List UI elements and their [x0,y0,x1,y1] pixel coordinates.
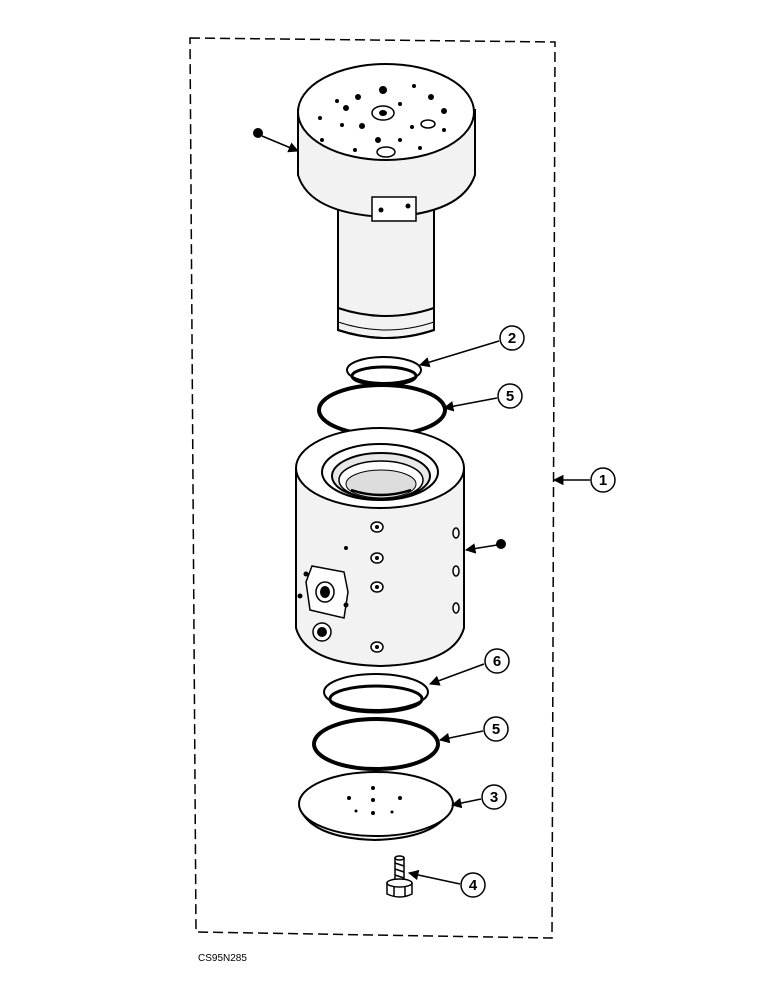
figure-code: CS95N285 [198,953,247,964]
svg-text:2: 2 [508,330,516,347]
callout-4: 4 [407,869,486,898]
svg-text:1: 1 [599,472,607,489]
marker-leader-top [261,135,299,153]
svg-text:4: 4 [469,877,478,894]
callout-3: 3 [450,784,507,810]
marker-leader-housing [464,543,498,554]
svg-text:5: 5 [506,388,514,405]
o-ring-lower [312,717,440,771]
seal-ring-upper [346,356,422,387]
marker-dot-top [253,128,263,138]
callout-6: 6 [429,648,510,686]
marker-dot-housing [496,539,506,549]
svg-text:3: 3 [490,789,498,806]
rotary-housing [295,427,465,668]
svg-text:5: 5 [492,721,500,738]
assembly-boundary [189,37,556,939]
end-cap [298,771,454,842]
bolt [386,855,413,898]
callout-1: 1 [552,467,616,493]
callout-5-upper: 5 [442,383,523,412]
callout-2: 2 [418,325,525,368]
spindle-assembly [297,63,476,339]
seal-ring-lower [323,673,429,714]
callout-5-lower: 5 [438,716,509,744]
svg-text:6: 6 [493,653,501,670]
